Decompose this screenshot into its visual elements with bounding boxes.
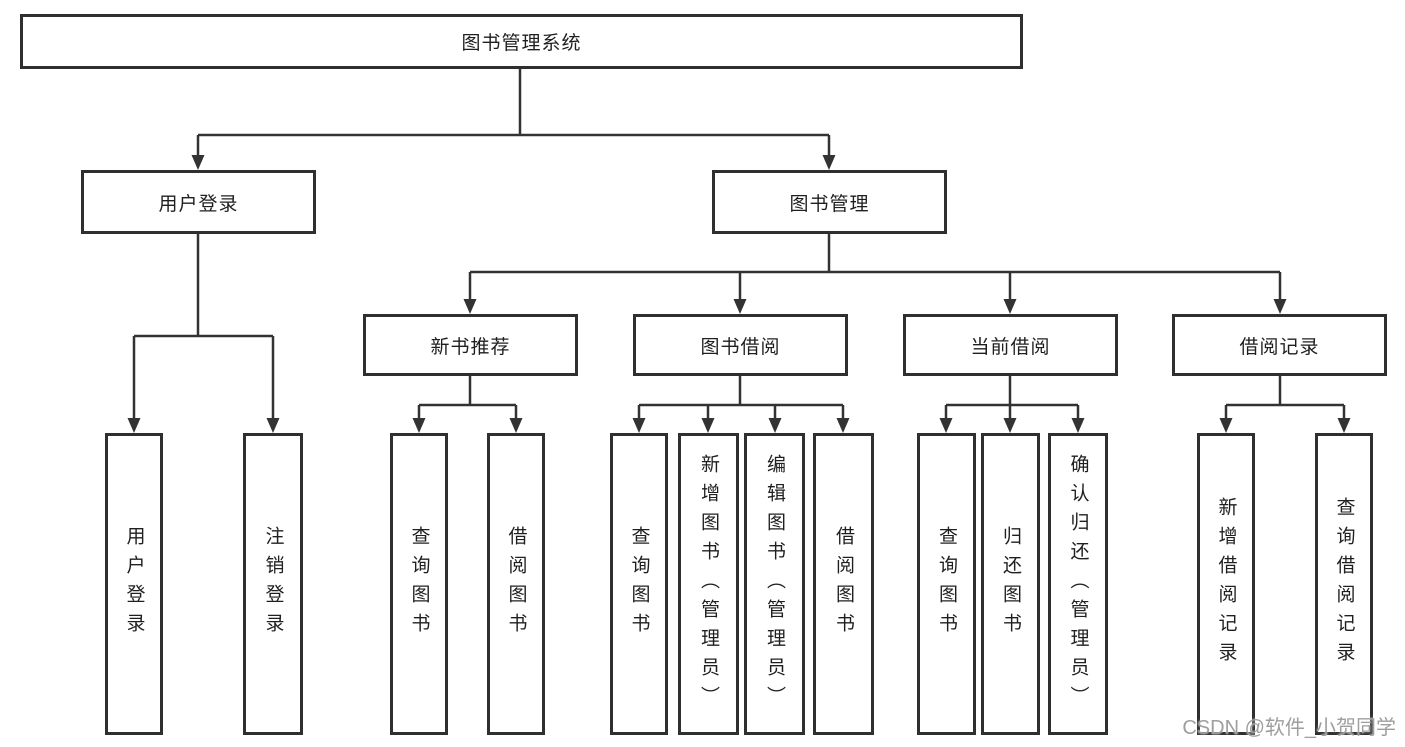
leaf-return-book: 归还图书	[981, 433, 1040, 735]
leaf-borrow-books-recommend: 借阅图书	[487, 433, 545, 735]
leaf-edit-book-admin: 编辑图书（管理员）	[744, 433, 805, 735]
node-borrow-records: 借阅记录	[1172, 314, 1387, 376]
node-new-book-recommend: 新书推荐	[363, 314, 578, 376]
leaf-query-borrow-record: 查询借阅记录	[1315, 433, 1373, 735]
node-book-borrowing: 图书借阅	[633, 314, 848, 376]
leaf-query-books-borrow: 查询图书	[610, 433, 668, 735]
node-current-borrowing: 当前借阅	[903, 314, 1118, 376]
leaf-add-borrow-record: 新增借阅记录	[1197, 433, 1255, 735]
leaf-user-login: 用户登录	[105, 433, 163, 735]
leaf-query-books-recommend: 查询图书	[390, 433, 448, 735]
node-user-login: 用户登录	[81, 170, 316, 234]
node-root: 图书管理系统	[20, 14, 1023, 69]
leaf-add-book-admin: 新增图书（管理员）	[678, 433, 739, 735]
leaf-logout: 注销登录	[243, 433, 303, 735]
node-book-management: 图书管理	[712, 170, 947, 234]
csdn-watermark: CSDN @软件_小贺同学	[1182, 717, 1396, 739]
leaf-confirm-return-admin: 确认归还（管理员）	[1048, 433, 1108, 735]
leaf-borrow-book: 借阅图书	[813, 433, 874, 735]
leaf-query-books-current: 查询图书	[917, 433, 976, 735]
